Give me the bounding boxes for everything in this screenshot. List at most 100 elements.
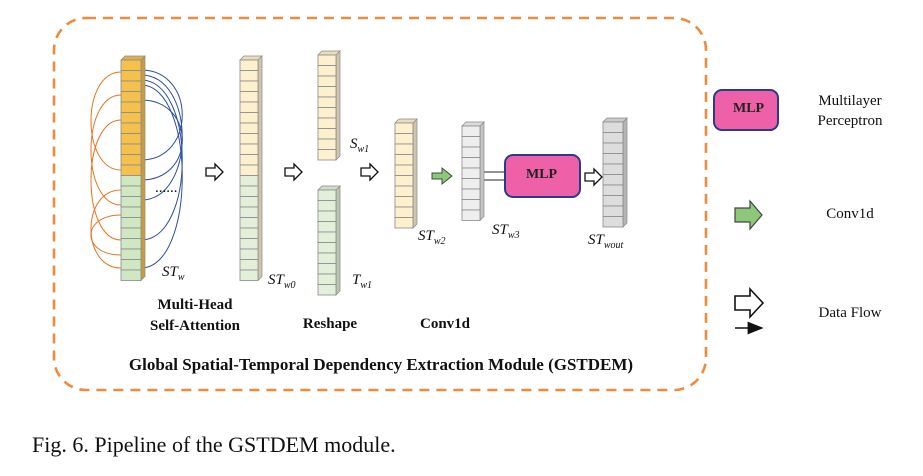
stack-s-w1-cell bbox=[317, 138, 337, 150]
label-st-w: STw bbox=[162, 264, 185, 283]
stack-st-w0-cell bbox=[239, 143, 259, 155]
stack-st-w2-cell bbox=[394, 133, 414, 145]
dataflow-arrow-1 bbox=[205, 162, 224, 182]
attention-arcs bbox=[90, 69, 183, 269]
stack-st-w-cell bbox=[120, 143, 142, 155]
stack-st-w0-cell bbox=[239, 227, 259, 239]
stack-s-w1-cell bbox=[317, 128, 337, 140]
stack-s-w1-cell bbox=[317, 75, 337, 87]
stack-st-w0-side bbox=[257, 55, 263, 282]
figure-caption: Fig. 6. Pipeline of the GSTDEM module. bbox=[32, 432, 396, 457]
stack-st-w2-cell bbox=[394, 196, 414, 208]
stack-s-w1-top bbox=[317, 50, 341, 56]
stage-label-mhsa-2: Self-Attention bbox=[150, 318, 240, 334]
stack-s-w1-cell bbox=[317, 107, 337, 119]
stack-st-wout-side bbox=[622, 117, 628, 228]
stack-st-wout-cell bbox=[602, 121, 624, 133]
stack-st-wout-cell bbox=[602, 163, 624, 175]
stack-st-w0-cell bbox=[239, 175, 259, 187]
label-t-w1: Tw1 bbox=[352, 272, 373, 291]
attn-arc-orange bbox=[90, 94, 122, 206]
stack-t-w1-cell bbox=[317, 242, 337, 254]
stage-label-mhsa-1: Multi-Head bbox=[157, 297, 233, 313]
stack-st-w0-cell bbox=[239, 91, 259, 103]
attn-arc-orange bbox=[90, 119, 122, 241]
stack-st-w-cell bbox=[120, 248, 142, 260]
label-st-wout: STwout bbox=[588, 232, 624, 251]
stack-st-w0-cell bbox=[239, 112, 259, 124]
stack-st-w3-cell bbox=[461, 178, 481, 190]
stack-st-w-cell bbox=[120, 133, 142, 145]
stack-s-w1-cell bbox=[317, 96, 337, 108]
stack-st-w0-cell bbox=[239, 133, 259, 145]
stack-st-wout-cell bbox=[602, 205, 624, 217]
stack-st-w2-top bbox=[394, 118, 418, 124]
stack-st-w0-cell bbox=[239, 122, 259, 134]
stack-st-wout-cell bbox=[602, 195, 624, 207]
stack-st-w0-cell bbox=[239, 259, 259, 271]
stack-s-w1-cell bbox=[317, 86, 337, 98]
attn-arc-orange bbox=[90, 189, 122, 269]
stack-st-w0-cell bbox=[239, 196, 259, 208]
legend-mlp-line2: Perceptron bbox=[817, 113, 883, 129]
stack-st-w3-cell bbox=[461, 188, 481, 200]
stack-t-w1-cell bbox=[317, 231, 337, 243]
stack-st-w2-cell bbox=[394, 217, 414, 229]
stack-st-w2-cell bbox=[394, 122, 414, 134]
stage-label-reshape: Reshape bbox=[302, 316, 358, 332]
stack-st-wout-cell bbox=[602, 174, 624, 186]
stack-st-w2-cell bbox=[394, 206, 414, 218]
stack-st-wout-cell bbox=[602, 184, 624, 196]
stack-t-w1-side bbox=[335, 185, 341, 296]
stack-st-w-cell bbox=[120, 269, 142, 281]
stack-st-w-cell bbox=[120, 122, 142, 134]
label-st-w2: STw2 bbox=[418, 228, 446, 247]
stack-t-w1-cell bbox=[317, 189, 337, 201]
dataflow-arrow-2 bbox=[284, 162, 303, 182]
dataflow-arrow-3 bbox=[360, 162, 379, 182]
conv1d-arrow bbox=[431, 166, 453, 186]
stack-st-wout bbox=[602, 117, 628, 228]
legend-dataflow-label: Data Flow bbox=[818, 305, 882, 321]
stack-st-w2-cell bbox=[394, 164, 414, 176]
stack-st-w0-cell bbox=[239, 80, 259, 92]
stack-st-w2-cell bbox=[394, 154, 414, 166]
stack-t-w1-cell bbox=[317, 284, 337, 296]
stack-t-w1-cell bbox=[317, 273, 337, 285]
stack-st-w3-cell bbox=[461, 136, 481, 148]
stack-st-w3-cell bbox=[461, 209, 481, 221]
stack-st-w2 bbox=[394, 118, 418, 229]
stack-st-w-cell bbox=[120, 164, 142, 176]
label-st-w3: STw3 bbox=[492, 222, 520, 241]
stack-st-w-cell bbox=[120, 259, 142, 271]
feature-stacks bbox=[120, 50, 628, 296]
attn-arc-blue bbox=[140, 69, 183, 161]
stack-t-w1-top bbox=[317, 185, 341, 191]
stack-st-w2-cell bbox=[394, 175, 414, 187]
attn-arc-blue bbox=[140, 99, 183, 181]
stack-st-w-cell bbox=[120, 80, 142, 92]
stack-st-w0-cell bbox=[239, 248, 259, 260]
stack-st-w0-cell bbox=[239, 59, 259, 71]
stack-st-w3-cell bbox=[461, 199, 481, 211]
stack-t-w1-cell bbox=[317, 252, 337, 264]
flow-arrows bbox=[205, 162, 603, 187]
stack-st-w3-side bbox=[479, 121, 485, 222]
stack-st-wout-cell bbox=[602, 216, 624, 228]
stack-t-w1-cell bbox=[317, 200, 337, 212]
legend-dataflow-arrow bbox=[734, 286, 765, 320]
stack-st-w0-cell bbox=[239, 217, 259, 229]
label-st-w0: STw0 bbox=[268, 272, 296, 291]
stack-st-wout-cell bbox=[602, 132, 624, 144]
stack-st-w-cell bbox=[120, 59, 142, 71]
stack-st-w3-cell bbox=[461, 146, 481, 158]
stack-s-w1 bbox=[317, 50, 341, 161]
stack-st-w-cell bbox=[120, 185, 142, 197]
stack-st-w3-top bbox=[461, 121, 485, 127]
stack-s-w1-cell bbox=[317, 149, 337, 161]
stack-st-w0-cell bbox=[239, 269, 259, 281]
stack-st-w-cell bbox=[120, 112, 142, 124]
stack-st-w bbox=[120, 55, 146, 282]
stack-st-w-cell bbox=[120, 206, 142, 218]
